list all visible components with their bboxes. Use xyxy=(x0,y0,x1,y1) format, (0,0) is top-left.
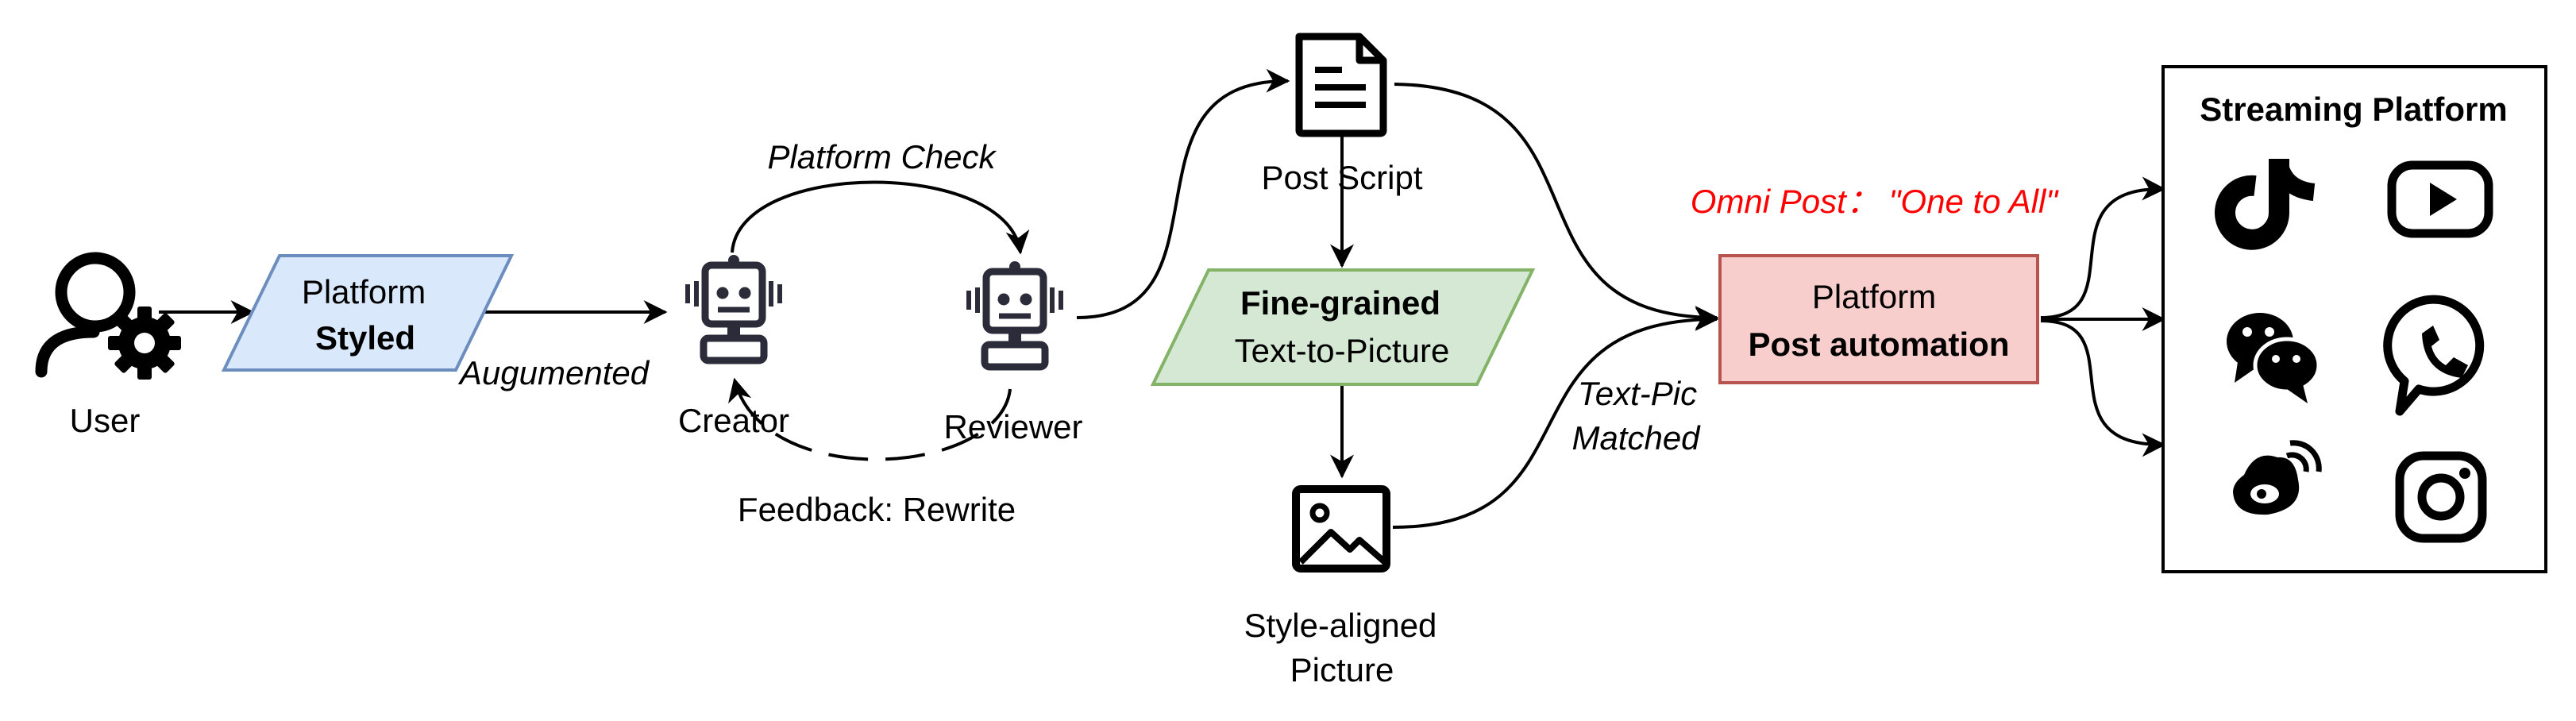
edge-picture-to-automation xyxy=(1392,307,1719,529)
wechat-icon xyxy=(2227,313,2321,403)
streaming-platform-frame xyxy=(2161,65,2547,573)
edge-feedback-rewrite xyxy=(728,377,1012,461)
post-script-node: Post Script xyxy=(1261,33,1423,196)
document-icon xyxy=(1295,33,1387,137)
edge-platform-check xyxy=(731,180,1030,255)
youtube-icon xyxy=(2387,160,2493,238)
creator-label: Creator xyxy=(678,402,789,439)
text-to-picture-node: Fine-grained Text-to-Picture xyxy=(1150,268,1536,386)
reviewer-node: Reviewer xyxy=(943,261,1083,445)
augumented-label: Augumented xyxy=(457,354,650,391)
creator-robot-icon xyxy=(685,255,782,364)
edge-reviewer-to-script xyxy=(1076,68,1290,319)
whatsapp-icon xyxy=(2383,295,2485,416)
post-automation-box xyxy=(1718,254,2039,384)
picture-line2: Picture xyxy=(1290,651,1394,688)
text-to-picture-shape xyxy=(1150,268,1536,386)
platform-styled-line2: Styled xyxy=(315,319,415,357)
platform-styled-node: Platform Styled xyxy=(221,254,515,372)
reviewer-label: Reviewer xyxy=(943,408,1082,445)
post-automation-node: Platform Post automation xyxy=(1718,254,2039,384)
edge-automation-to-top xyxy=(2040,176,2166,319)
edge-script-to-automation xyxy=(1394,83,1719,330)
reviewer-robot-icon xyxy=(966,261,1063,371)
platform-styled-line1: Platform xyxy=(302,273,426,310)
creator-node: Creator xyxy=(678,255,789,439)
streaming-platform-panel: Streaming Platform xyxy=(2161,65,2547,573)
post-automation-line2: Post automation xyxy=(1748,326,2009,363)
streaming-platform-title: Streaming Platform xyxy=(2200,91,2507,128)
platform-styled-shape xyxy=(221,254,515,372)
image-icon xyxy=(1292,485,1390,573)
connectors xyxy=(159,68,2166,529)
text-to-picture-line2: Text-to-Picture xyxy=(1235,332,1450,369)
edge-automation-to-bottom xyxy=(2040,319,2166,457)
text-to-picture-line1: Fine-grained xyxy=(1240,284,1440,322)
tiktok-icon xyxy=(2215,159,2316,250)
platform-check-label: Platform Check xyxy=(767,138,997,175)
weibo-icon xyxy=(2233,440,2322,515)
omni-post-label: Omni Post： "One to All" xyxy=(1691,183,2060,220)
user-label: User xyxy=(70,402,141,439)
picture-node: Style-aligned Picture xyxy=(1244,485,1437,688)
user-gear-icon xyxy=(35,252,181,380)
text-pic-label-line1: Text-Pic xyxy=(1578,375,1697,412)
post-script-label: Post Script xyxy=(1261,159,1422,196)
user-node: User xyxy=(35,252,181,439)
feedback-rewrite-label: Feedback: Rewrite xyxy=(738,491,1016,528)
picture-line1: Style-aligned xyxy=(1244,607,1437,644)
text-pic-label-line2: Matched xyxy=(1571,419,1701,457)
post-automation-line1: Platform xyxy=(1812,278,1936,315)
instagram-icon xyxy=(2395,451,2487,543)
